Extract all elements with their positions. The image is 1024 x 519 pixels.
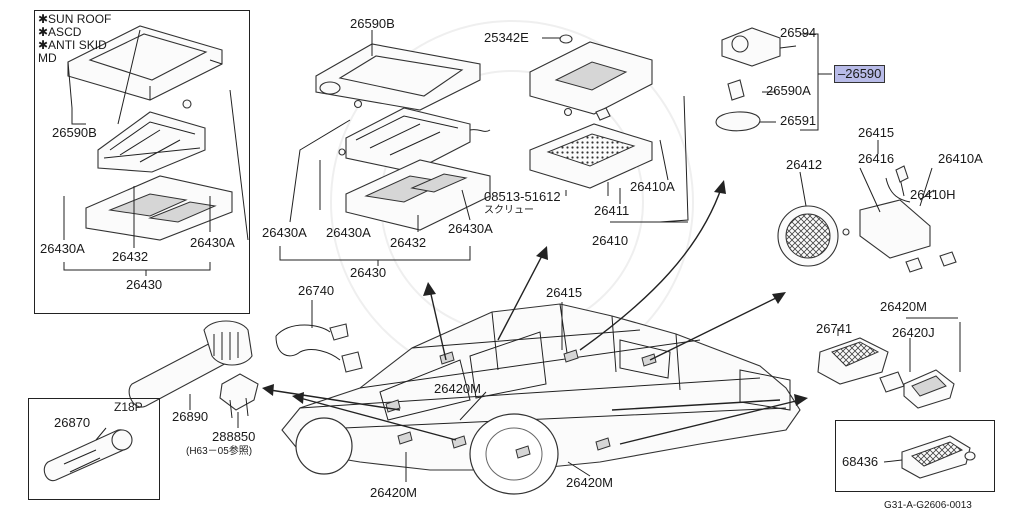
car-body-outline [281, 303, 801, 495]
part-label[interactable]: 26432 [390, 235, 427, 250]
part-label[interactable]: 26430 [126, 277, 163, 292]
part-label[interactable]: 26415 [546, 285, 583, 300]
reference-note: (H63－05参照) [186, 446, 253, 457]
dome-lamp-exploded [715, 27, 797, 132]
part-label[interactable]: 26411 [594, 203, 630, 218]
part-label[interactable]: 26410A [938, 151, 983, 166]
map-lamp-parts [529, 34, 653, 189]
part-label[interactable]: 26420M [434, 381, 481, 396]
inset-frame-overhead-console [34, 10, 250, 314]
figure-code: G31-A-G2606-0013 [884, 500, 972, 511]
inset-lens [901, 435, 976, 479]
inset-note-md: MD [38, 51, 57, 65]
highlighted-part-number: 26590 [845, 66, 882, 81]
part-label[interactable]: 26415 [858, 125, 895, 140]
lower-right-lamps [817, 337, 955, 409]
highlighted-part-26590[interactable]: –26590 [834, 65, 886, 83]
part-label[interactable]: 26591 [780, 113, 817, 128]
part-label[interactable]: 26416 [858, 151, 895, 166]
part-label[interactable]: 26741 [816, 321, 853, 336]
part-label[interactable]: 68436 [842, 454, 879, 469]
part-label[interactable]: 26430A [448, 221, 493, 236]
left-inset-console-parts [67, 25, 233, 241]
part-label[interactable]: 26890 [172, 409, 209, 424]
inset-note-sunroof: ✱SUN ROOF [38, 12, 112, 26]
inset-frame-flashlight [28, 398, 160, 500]
part-label[interactable]: 08513-51612 [484, 189, 561, 204]
pointer-arrows [262, 180, 808, 445]
part-label[interactable]: 26740 [298, 283, 335, 298]
part-label[interactable]: 26410H [910, 187, 956, 202]
part-label[interactable]: 26430A [190, 235, 235, 250]
part-label[interactable]: 26594 [780, 25, 817, 40]
part-label[interactable]: 26590B [52, 125, 97, 140]
right-lamp-assembly [777, 165, 957, 273]
part-label[interactable]: 26410A [630, 179, 675, 194]
screw-note: スクリュー [484, 205, 534, 216]
part-label[interactable]: 26430A [326, 225, 371, 240]
inset-frame-lens [835, 420, 995, 492]
part-label[interactable]: 26420M [880, 299, 927, 314]
part-label[interactable]: 26590A [766, 83, 811, 98]
part-label[interactable]: 26410 [592, 233, 629, 248]
part-label[interactable]: 26430A [40, 241, 85, 256]
inset-note-antiskid: ✱ANTI SKID [38, 38, 107, 52]
center-console-parts [315, 43, 491, 231]
highlight-dash: – [838, 66, 846, 81]
part-label[interactable]: 25342E [484, 30, 529, 45]
leader-lines [63, 30, 961, 482]
inset-note-ascd: ✱ASCD [38, 25, 82, 39]
flashlight-parts [43, 320, 363, 482]
part-label[interactable]: 288850 [212, 429, 256, 444]
part-label[interactable]: 26420M [370, 485, 417, 500]
part-label[interactable]: 26430 [350, 265, 387, 280]
part-label[interactable]: 26420M [566, 475, 613, 490]
part-label[interactable]: 26870 [54, 415, 91, 430]
part-label[interactable]: 26590B [350, 16, 395, 31]
section-tag: Z18P [114, 400, 143, 414]
part-label[interactable]: 26412 [786, 157, 823, 172]
part-label[interactable]: 26432 [112, 249, 149, 264]
part-label[interactable]: 26430A [262, 225, 307, 240]
part-label[interactable]: 26420J [892, 325, 935, 340]
